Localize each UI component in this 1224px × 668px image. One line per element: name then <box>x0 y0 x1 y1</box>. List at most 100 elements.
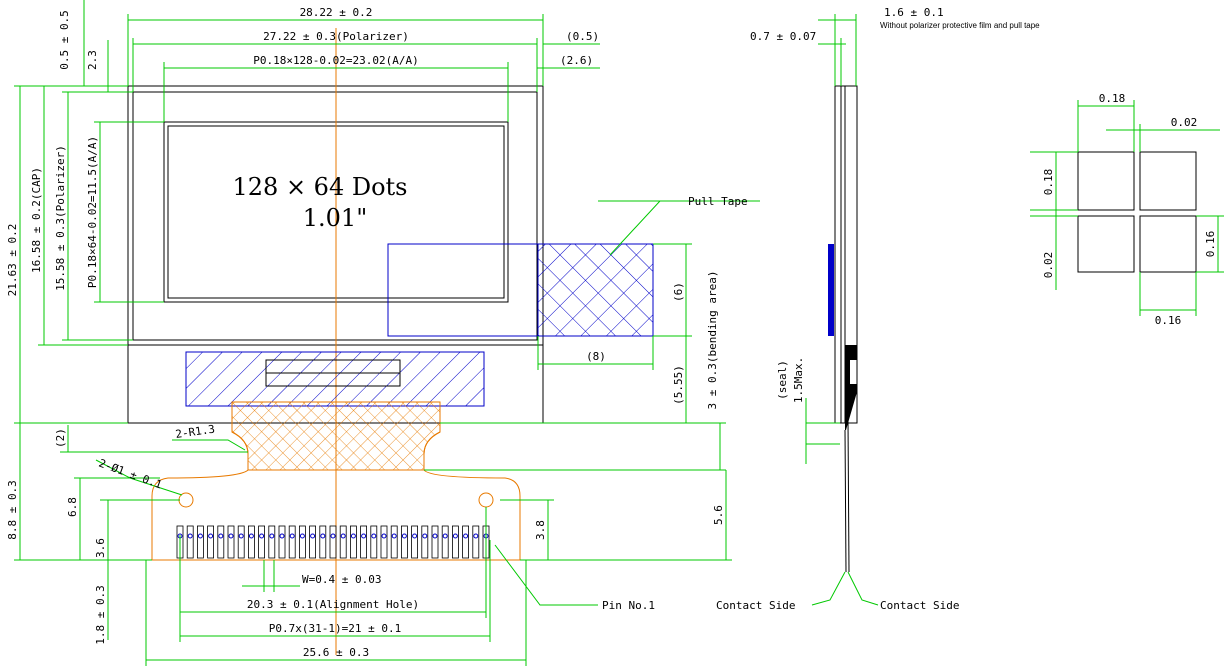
fpc-pin <box>247 525 255 559</box>
dimension-labels: 28.22 ± 0.2 27.22 ± 0.3(Polarizer) P0.18… <box>6 6 748 659</box>
fpc-pin <box>196 525 204 559</box>
pin-contact <box>401 533 407 539</box>
pin-contact <box>432 533 438 539</box>
pin-contact <box>228 533 234 539</box>
module-outline <box>127 28 544 655</box>
svg-text:(seal): (seal) <box>776 360 789 400</box>
svg-text:1.5Max.: 1.5Max. <box>792 357 805 403</box>
svg-text:0.02: 0.02 <box>1171 116 1198 129</box>
pin-contact <box>320 533 326 539</box>
pin-contact <box>218 533 224 539</box>
pin-contact <box>442 533 448 539</box>
svg-text:0.02: 0.02 <box>1042 252 1055 279</box>
fpc-pin <box>411 525 419 559</box>
svg-text:(2.6): (2.6) <box>560 54 593 67</box>
svg-text:0.16: 0.16 <box>1204 231 1217 258</box>
svg-text:0.18: 0.18 <box>1042 169 1055 196</box>
svg-text:P0.18×64-0.02=11.5(A/A): P0.18×64-0.02=11.5(A/A) <box>86 136 99 288</box>
fpc-pin <box>237 525 245 559</box>
svg-text:Pull Tape: Pull Tape <box>688 195 748 208</box>
svg-text:0.16: 0.16 <box>1155 314 1182 327</box>
pin-contact <box>391 533 397 539</box>
pin-contact <box>269 533 275 539</box>
pin-contact <box>361 533 367 539</box>
fpc-pin <box>217 525 225 559</box>
fpc-pin <box>278 525 286 559</box>
svg-text:2.3: 2.3 <box>86 50 99 70</box>
svg-text:8.8 ± 0.3: 8.8 ± 0.3 <box>6 480 19 540</box>
svg-text:Contact Side: Contact Side <box>716 599 795 612</box>
fpc-pin <box>227 525 235 559</box>
svg-text:16.58 ± 0.2(CAP): 16.58 ± 0.2(CAP) <box>30 167 43 273</box>
svg-text:(0.5): (0.5) <box>566 30 599 43</box>
side-view <box>805 14 879 606</box>
pin-contact <box>279 533 285 539</box>
fpc-pin <box>380 525 388 559</box>
svg-text:(5.55): (5.55) <box>672 365 685 405</box>
fpc-pin <box>339 525 347 559</box>
pin-contact <box>381 533 387 539</box>
svg-text:28.22 ± 0.2: 28.22 ± 0.2 <box>300 6 373 19</box>
fpc-pin <box>400 525 408 559</box>
pin-contact <box>340 533 346 539</box>
pin-contact <box>299 533 305 539</box>
fpc-pin <box>319 525 327 559</box>
pin-contact <box>248 533 254 539</box>
svg-text:5.6: 5.6 <box>712 505 725 525</box>
fpc-pin <box>329 525 337 559</box>
fpc-pin <box>451 525 459 559</box>
svg-text:Pin No.1: Pin No.1 <box>602 599 655 612</box>
fpc-pin <box>258 525 266 559</box>
svg-text:0.7 ± 0.07: 0.7 ± 0.07 <box>750 30 816 43</box>
fpc-pin <box>360 525 368 559</box>
svg-text:2-R1.3: 2-R1.3 <box>175 423 216 441</box>
svg-text:2-Ø1 ± 0.1: 2-Ø1 ± 0.1 <box>97 457 164 492</box>
svg-text:27.22 ± 0.3(Polarizer): 27.22 ± 0.3(Polarizer) <box>263 30 409 43</box>
dimensions <box>14 0 760 666</box>
fpc-pin <box>370 525 378 559</box>
fpc-pin <box>431 525 439 559</box>
fpc-pin <box>186 525 194 559</box>
pin-contact <box>412 533 418 539</box>
svg-text:(2): (2) <box>54 428 67 448</box>
pin-contact <box>422 533 428 539</box>
pin-contact <box>452 533 458 539</box>
pixel-detail <box>1030 100 1224 316</box>
dots-label: 128 × 64 Dots <box>233 173 408 201</box>
svg-text:(6): (6) <box>672 282 685 302</box>
pin-contact <box>197 533 203 539</box>
svg-text:1.6 ± 0.1: 1.6 ± 0.1 <box>884 6 944 19</box>
svg-text:15.58 ± 0.3(Polarizer): 15.58 ± 0.3(Polarizer) <box>54 145 67 291</box>
fpc-pin <box>421 525 429 559</box>
fpc-pin <box>309 525 317 559</box>
pin-contact <box>330 533 336 539</box>
size-label: 1.01" <box>303 204 367 232</box>
fpc-pin <box>441 525 449 559</box>
fpc-pin <box>462 525 470 559</box>
svg-text:P0.18×128-0.02=23.02(A/A): P0.18×128-0.02=23.02(A/A) <box>253 54 419 67</box>
svg-text:20.3 ± 0.1(Alignment Hole): 20.3 ± 0.1(Alignment Hole) <box>247 598 419 611</box>
pin-contact <box>238 533 244 539</box>
pin-contact <box>289 533 295 539</box>
pin-contact <box>208 533 214 539</box>
pin-contact <box>473 533 479 539</box>
svg-text:3 ± 0.3(bending area): 3 ± 0.3(bending area) <box>706 270 719 409</box>
side-labels: 1.6 ± 0.1 Without polarizer protective f… <box>716 6 1040 612</box>
svg-text:0.5 ± 0.5: 0.5 ± 0.5 <box>58 10 71 70</box>
fpc-pin <box>298 525 306 559</box>
svg-text:1.8 ± 0.3: 1.8 ± 0.3 <box>94 585 107 645</box>
pull-tape <box>185 243 654 407</box>
fpc-pin <box>349 525 357 559</box>
pixel-labels: 0.18 0.02 0.18 0.02 0.16 0.16 <box>1042 92 1217 327</box>
pin-contact <box>463 533 469 539</box>
fpc-pin <box>472 525 480 559</box>
svg-text:Without polarizer protective f: Without polarizer protective film and pu… <box>880 21 1040 30</box>
svg-text:W=0.4 ± 0.03: W=0.4 ± 0.03 <box>302 573 381 586</box>
svg-text:6.8: 6.8 <box>66 497 79 517</box>
fpc-pin <box>268 525 276 559</box>
pin-contact <box>371 533 377 539</box>
fpc-pin <box>390 525 398 559</box>
svg-text:3.8: 3.8 <box>534 520 547 540</box>
svg-text:21.63 ± 0.2: 21.63 ± 0.2 <box>6 224 19 297</box>
